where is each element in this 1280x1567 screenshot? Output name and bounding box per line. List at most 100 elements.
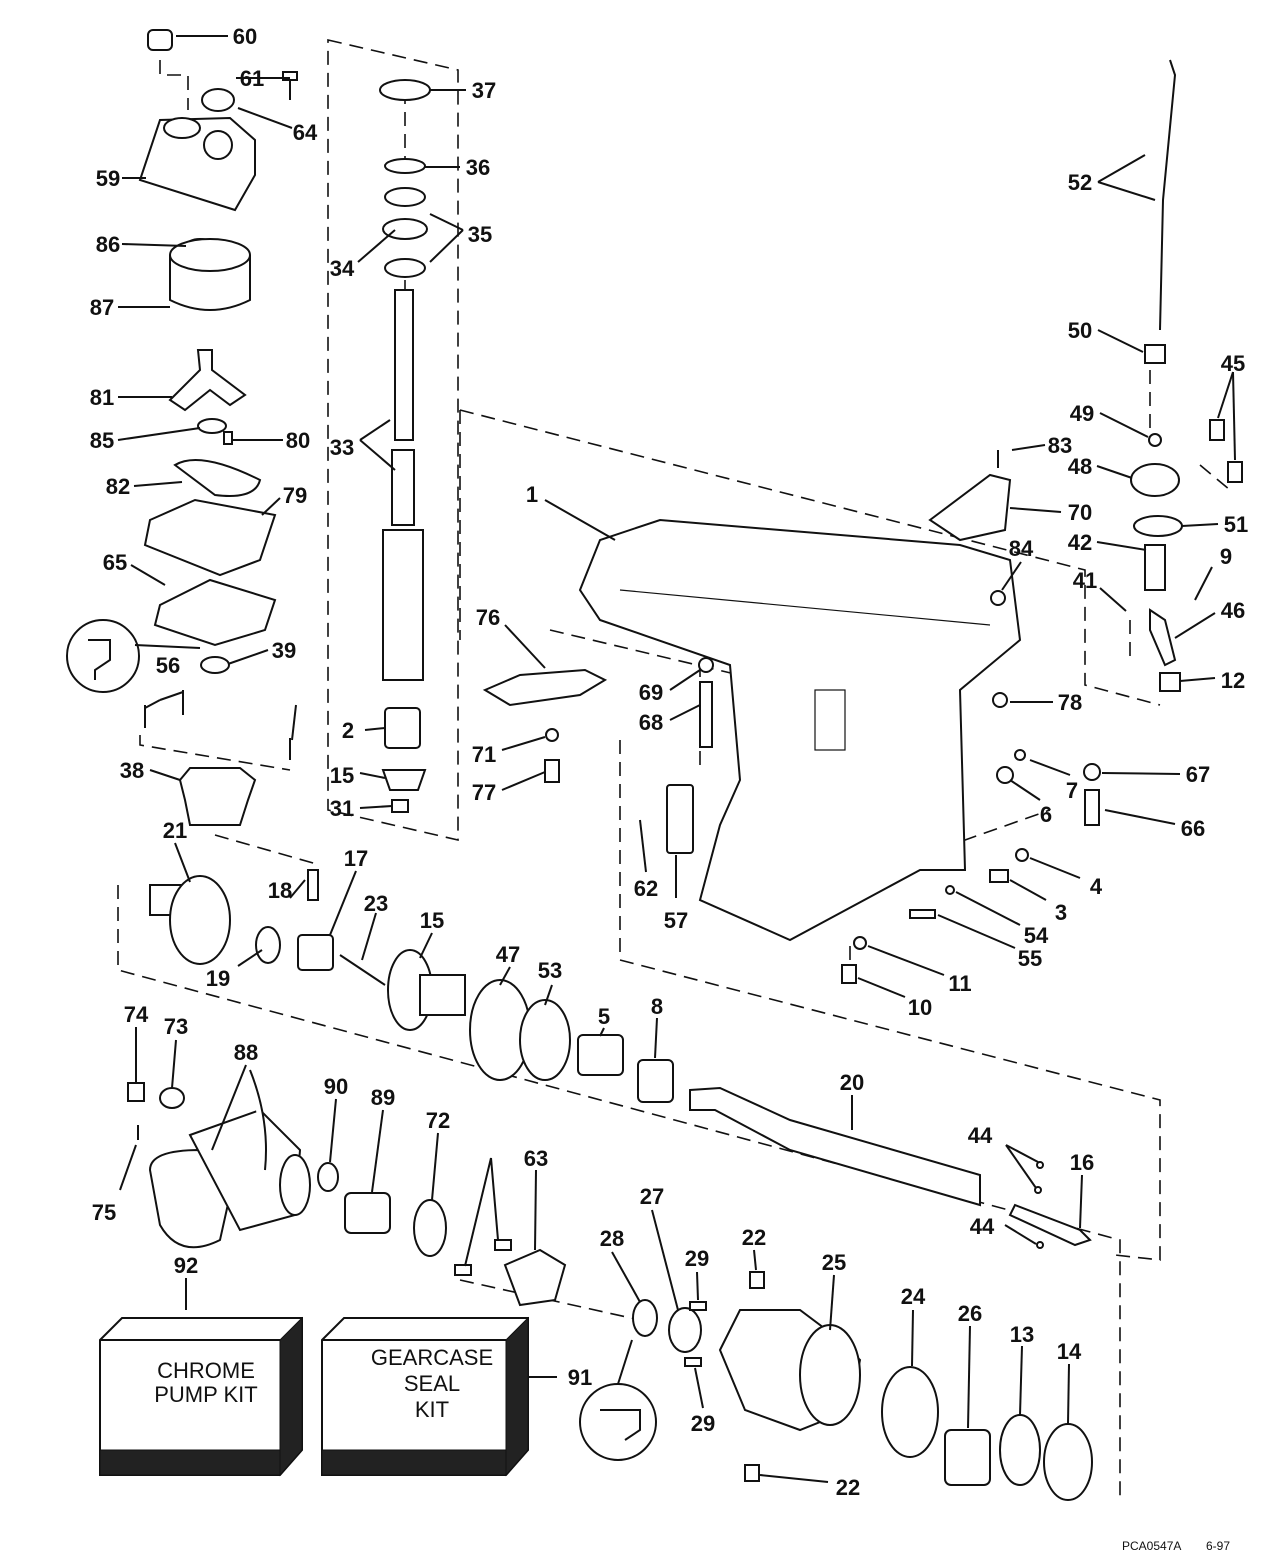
leader-line-69: [544, 984, 553, 1006]
leader-line-4: [121, 243, 187, 247]
leader-line-50: [1174, 612, 1216, 639]
callout-18: 18: [268, 878, 292, 903]
callout-10: 10: [908, 995, 932, 1020]
callout-70: 70: [1068, 500, 1092, 525]
callout-72: 72: [426, 1108, 450, 1133]
leader-line-84: [464, 1157, 492, 1267]
leader-line-74: [1005, 1144, 1037, 1189]
callout-56: 56: [156, 653, 180, 678]
chrome-pump-kit-label-2: PUMP KIT: [154, 1382, 258, 1407]
callout-46: 46: [1221, 598, 1245, 623]
leader-line-46: [1096, 541, 1147, 551]
callout-90: 90: [324, 1074, 348, 1099]
callout-52: 52: [1068, 170, 1092, 195]
callout-19: 19: [206, 966, 230, 991]
leader-line-67: [419, 932, 433, 959]
leader-line-45: [1181, 523, 1219, 527]
callout-37: 37: [472, 78, 496, 103]
leader-line-99: [759, 1474, 829, 1483]
leader-line-64: [329, 870, 357, 936]
callout-77: 77: [472, 780, 496, 805]
leader-line-13: [144, 699, 161, 709]
callout-6: 6: [1040, 802, 1052, 827]
leader-line-55: [1009, 779, 1041, 801]
leader-line-95: [119, 1144, 137, 1191]
leader-line-63: [289, 879, 306, 899]
leader-line-2: [237, 107, 293, 129]
callout-59: 59: [96, 166, 120, 191]
callout-78: 78: [1058, 690, 1082, 715]
callout-92: 92: [174, 1253, 198, 1278]
callout-80: 80: [286, 428, 310, 453]
leader-line-41: [1099, 412, 1149, 438]
leader-line-29: [504, 624, 546, 669]
callout-45: 45: [1221, 351, 1245, 376]
callout-75: 75: [92, 1200, 116, 1225]
callout-4: 4: [1090, 874, 1103, 899]
callout-1: 1: [526, 482, 538, 507]
leader-line-81: [371, 1109, 384, 1193]
callout-39: 39: [272, 638, 296, 663]
leader-line-92: [967, 1325, 971, 1429]
callout-34: 34: [330, 256, 355, 281]
drawing-date: 6-97: [1206, 1539, 1230, 1553]
callout-55: 55: [1018, 946, 1042, 971]
leader-line-11: [130, 564, 166, 586]
leader-line-49: [1099, 587, 1127, 612]
callout-9: 9: [1220, 544, 1232, 569]
gearcase-seal-kit-label-3: KIT: [415, 1397, 449, 1422]
callout-79: 79: [283, 483, 307, 508]
leader-line-91: [911, 1309, 914, 1367]
assembly-dashed-lines: [117, 38, 1231, 1500]
leader-line-83: [490, 1157, 499, 1241]
callout-74: 74: [124, 1002, 149, 1027]
chrome-pump-kit-box: CHROME PUMP KIT: [99, 1316, 303, 1477]
leader-line-60: [937, 914, 1016, 949]
callout-5: 5: [598, 1004, 610, 1029]
leader-line-26: [359, 772, 386, 779]
leader-line-93: [1019, 1345, 1023, 1416]
callout-labels: 1234567891011121314151617181920212223242…: [90, 24, 1248, 1500]
callout-65: 65: [103, 550, 127, 575]
leader-line-16: [149, 769, 181, 781]
callout-15: 15: [330, 763, 354, 788]
callout-15b: 15: [420, 908, 444, 933]
callout-88: 88: [234, 1040, 258, 1065]
leader-line-56: [1104, 809, 1176, 825]
callout-16: 16: [1070, 1150, 1094, 1175]
callout-27: 27: [640, 1184, 664, 1209]
callout-89: 89: [371, 1085, 395, 1110]
callout-48: 48: [1068, 454, 1092, 479]
leader-line-37: [1097, 181, 1156, 201]
callout-47: 47: [496, 942, 520, 967]
callout-12: 12: [1221, 668, 1245, 693]
callout-44: 44: [968, 1123, 993, 1148]
leader-line-28: [544, 499, 616, 541]
leader-line-65: [361, 912, 377, 961]
leader-line-33: [501, 771, 546, 791]
leader-line-88: [696, 1271, 699, 1301]
callout-7: 7: [1066, 778, 1078, 803]
leader-line-54: [1101, 772, 1181, 775]
callout-73: 73: [164, 1014, 188, 1039]
leader-line-48: [1001, 561, 1022, 591]
callout-81: 81: [90, 385, 114, 410]
leader-line-10: [261, 497, 281, 516]
callout-84: 84: [1009, 536, 1034, 561]
callout-53: 53: [538, 958, 562, 983]
callout-8: 8: [651, 994, 663, 1019]
leader-line-43: [1096, 465, 1133, 479]
leader-line-58: [1009, 879, 1047, 901]
callout-35: 35: [468, 222, 492, 247]
leader-line-90: [829, 1274, 835, 1331]
leader-line-87: [611, 1251, 641, 1303]
callout-13: 13: [1010, 1322, 1034, 1347]
callout-86: 86: [96, 232, 120, 257]
leader-line-75: [1079, 1174, 1083, 1229]
leader-line-38: [1097, 329, 1144, 353]
leader-line-80: [329, 1098, 337, 1163]
leader-line-40: [1232, 371, 1236, 461]
leader-line-36: [1097, 154, 1146, 183]
callout-66: 66: [1181, 816, 1205, 841]
